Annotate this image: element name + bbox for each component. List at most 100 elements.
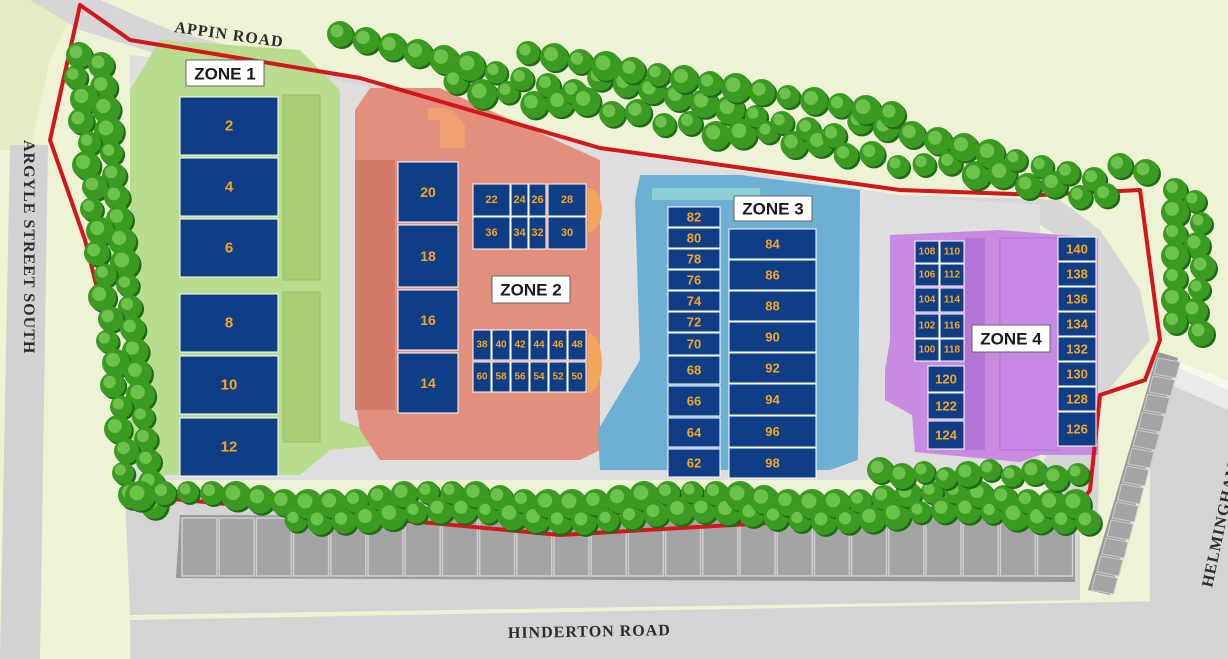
unit-42[interactable]: 42 (510, 329, 530, 361)
unit-6[interactable]: 6 (179, 218, 279, 278)
unit-130[interactable]: 130 (1057, 361, 1097, 387)
unit-22[interactable]: 22 (472, 183, 511, 217)
tree-highlight (694, 500, 708, 514)
unit-134[interactable]: 134 (1057, 311, 1097, 337)
parking-bay (1142, 393, 1171, 415)
unit-86[interactable]: 86 (728, 259, 817, 291)
unit-138[interactable]: 138 (1057, 261, 1097, 287)
unit-24[interactable]: 24 (510, 183, 529, 217)
unit-104[interactable]: 104 (914, 287, 940, 313)
unit-90[interactable]: 90 (728, 321, 817, 353)
unit-26[interactable]: 26 (528, 183, 547, 217)
unit-102[interactable]: 102 (914, 313, 940, 339)
tree-highlight (862, 508, 876, 523)
unit-62[interactable]: 62 (667, 448, 721, 478)
unit-72[interactable]: 72 (667, 311, 721, 333)
unit-2[interactable]: 2 (179, 96, 279, 156)
unit-88[interactable]: 88 (728, 290, 817, 322)
unit-82[interactable]: 82 (667, 206, 721, 228)
unit-114[interactable]: 114 (939, 287, 965, 313)
unit-110[interactable]: 110 (939, 240, 965, 264)
unit-38[interactable]: 38 (472, 329, 492, 361)
tree-highlight (430, 500, 444, 514)
tree-highlight (394, 484, 408, 498)
unit-50[interactable]: 50 (567, 361, 587, 393)
tree-highlight (911, 503, 923, 515)
unit-60[interactable]: 60 (472, 361, 492, 393)
zone1-label[interactable]: ZONE 1 (185, 59, 265, 87)
unit-28[interactable]: 28 (547, 183, 587, 217)
unit-12[interactable]: 12 (179, 417, 279, 477)
unit-36[interactable]: 36 (472, 216, 511, 250)
unit-32[interactable]: 32 (528, 216, 547, 250)
unit-64[interactable]: 64 (667, 417, 721, 448)
unit-140[interactable]: 140 (1057, 236, 1097, 262)
unit-120[interactable]: 120 (927, 365, 965, 393)
unit-100[interactable]: 100 (914, 338, 940, 362)
unit-80[interactable]: 80 (667, 227, 721, 249)
unit-98[interactable]: 98 (728, 447, 817, 479)
unit-132[interactable]: 132 (1057, 336, 1097, 362)
zone4-label[interactable]: ZONE 4 (971, 324, 1051, 353)
tree-highlight (1029, 509, 1045, 524)
zone1-yard-north (282, 94, 321, 281)
tree-highlight (561, 493, 577, 509)
tree-highlight (855, 99, 871, 115)
tree-highlight (958, 464, 972, 478)
unit-block (1057, 286, 1097, 312)
zone2-label[interactable]: ZONE 2 (491, 275, 571, 304)
unit-128[interactable]: 128 (1057, 386, 1097, 412)
unit-number: 100 (919, 345, 936, 356)
tree-highlight (928, 130, 942, 145)
tree-highlight (889, 157, 901, 169)
unit-66[interactable]: 66 (667, 385, 721, 417)
tree-highlight (752, 82, 766, 96)
unit-106[interactable]: 106 (914, 263, 940, 287)
unit-10[interactable]: 10 (179, 355, 279, 415)
unit-122[interactable]: 122 (927, 392, 965, 420)
zone3-label[interactable]: ZONE 3 (733, 195, 813, 222)
unit-136[interactable]: 136 (1057, 286, 1097, 312)
parking-bay (1090, 573, 1119, 595)
unit-56[interactable]: 56 (510, 361, 530, 393)
tree-highlight (958, 500, 972, 515)
unit-124[interactable]: 124 (927, 420, 965, 450)
unit-52[interactable]: 52 (548, 361, 568, 393)
unit-70[interactable]: 70 (667, 332, 721, 356)
unit-48[interactable]: 48 (567, 329, 587, 361)
unit-92[interactable]: 92 (728, 352, 817, 384)
unit-54[interactable]: 54 (529, 361, 549, 393)
unit-78[interactable]: 78 (667, 248, 721, 270)
unit-116[interactable]: 116 (939, 313, 965, 339)
unit-108[interactable]: 108 (914, 240, 940, 264)
unit-number: 20 (420, 184, 436, 200)
unit-8[interactable]: 8 (179, 293, 279, 353)
unit-44[interactable]: 44 (529, 329, 549, 361)
unit-96[interactable]: 96 (728, 415, 817, 448)
unit-number: 124 (935, 428, 957, 443)
unit-20[interactable]: 20 (397, 161, 459, 223)
unit-118[interactable]: 118 (939, 338, 965, 362)
unit-16[interactable]: 16 (397, 289, 459, 351)
unit-14[interactable]: 14 (397, 352, 459, 414)
unit-30[interactable]: 30 (547, 216, 587, 250)
unit-94[interactable]: 94 (728, 383, 817, 416)
unit-112[interactable]: 112 (939, 263, 965, 287)
hinderton-road (130, 600, 1228, 659)
unit-58[interactable]: 58 (491, 361, 511, 393)
tree-highlight (466, 484, 480, 498)
unit-18[interactable]: 18 (397, 224, 459, 288)
unit-34[interactable]: 34 (510, 216, 529, 250)
unit-84[interactable]: 84 (728, 228, 817, 260)
tree-highlight (902, 124, 916, 139)
unit-4[interactable]: 4 (179, 157, 279, 217)
unit-126[interactable]: 126 (1057, 411, 1097, 447)
unit-40[interactable]: 40 (491, 329, 511, 361)
unit-68[interactable]: 68 (667, 355, 721, 385)
tree-highlight (139, 451, 152, 465)
hinderton-road-label: HINDERTON ROAD (508, 622, 671, 642)
unit-46[interactable]: 46 (548, 329, 568, 361)
unit-74[interactable]: 74 (667, 290, 721, 312)
tree-highlight (87, 243, 101, 257)
unit-76[interactable]: 76 (667, 269, 721, 291)
